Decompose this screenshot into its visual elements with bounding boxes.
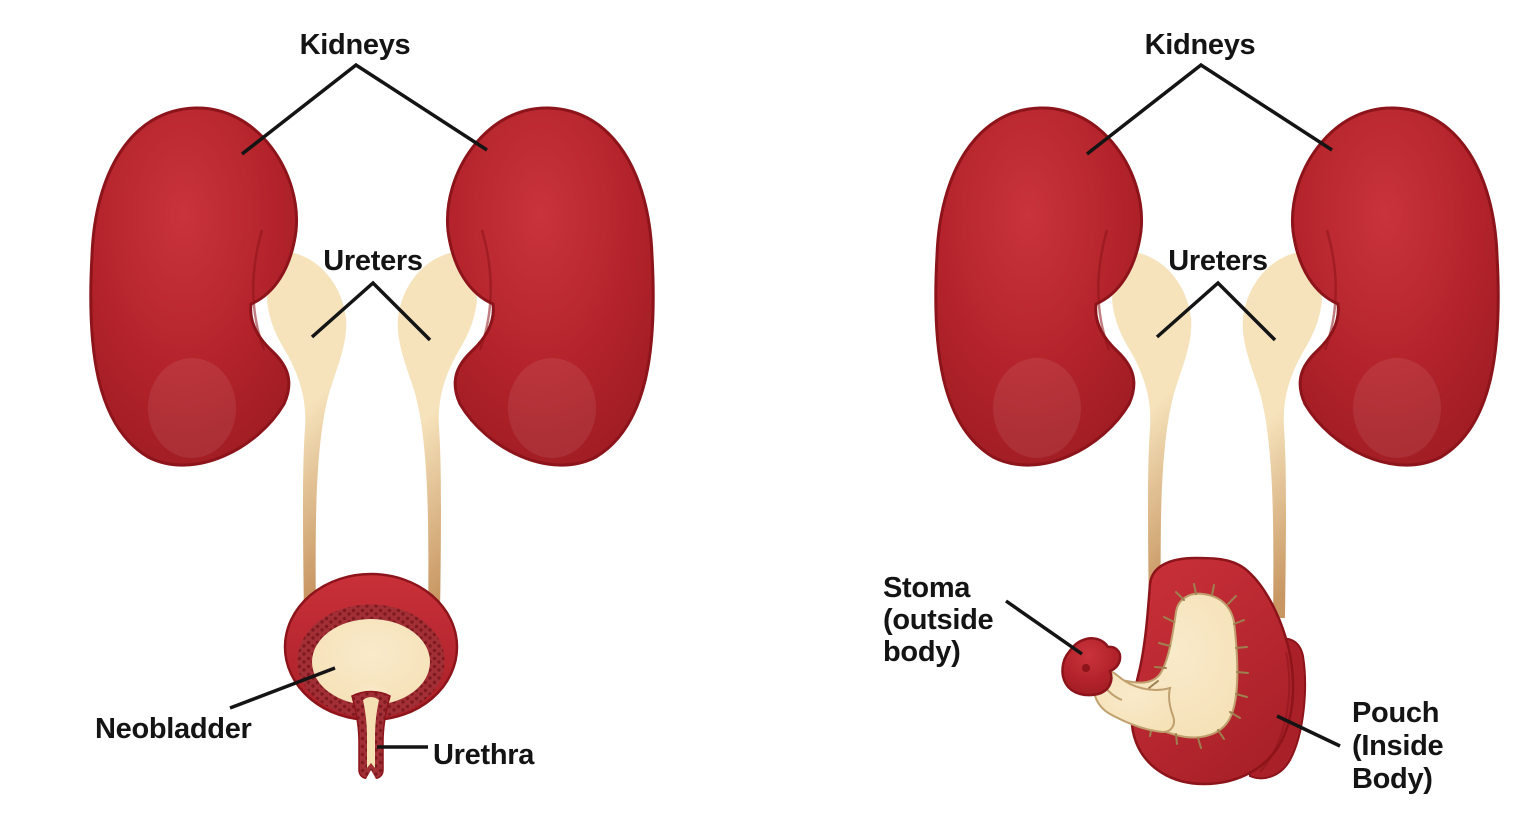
pouch-pointer-line — [1276, 714, 1341, 748]
neobladder-diagram: Kidneys Ureters Neobladder Urethra — [95, 29, 536, 779]
left-kidney-crease — [252, 229, 266, 351]
left-kidney-highlight — [148, 358, 236, 458]
ureters-label: Ureters — [323, 245, 422, 277]
stoma-opening-dot — [1082, 664, 1090, 672]
neobladder-pointer-line — [229, 666, 336, 710]
pouch-diagram: Kidneys Ureters Stoma (outside body) Pou… — [883, 29, 1501, 795]
pouch-group — [1061, 556, 1307, 786]
stoma-label: Stoma (outside body) — [883, 572, 994, 668]
kidneys-ureters-group — [89, 62, 655, 618]
stoma-connector-tube — [1092, 669, 1175, 734]
stoma-label-line2: (outside — [883, 604, 994, 636]
stoma-label-line3: body) — [883, 636, 960, 668]
kidneys-ureters-right — [933, 63, 1501, 620]
pouch-label: Pouch (Inside Body) — [1352, 697, 1444, 795]
neobladder-interior — [312, 619, 430, 705]
kidneys-pointer-line — [240, 62, 488, 156]
pouch-lobe-crease — [1259, 651, 1291, 773]
pouch-label-line2: (Inside — [1352, 730, 1444, 762]
right-kidney — [445, 106, 655, 467]
kidneys-label-right: Kidneys — [1145, 29, 1256, 61]
stoma-label-line1: Stoma — [883, 572, 971, 604]
urethra-lumen — [363, 697, 379, 768]
kidneys-label: Kidneys — [300, 29, 411, 61]
right-kidney-highlight — [508, 358, 596, 458]
left-ureter — [267, 252, 347, 618]
urethra-label: Urethra — [433, 739, 535, 771]
pouch-label-line3: Body) — [1352, 763, 1433, 795]
neobladder-label: Neobladder — [95, 713, 252, 745]
right-ureter — [397, 252, 477, 618]
ureters-pointer-line — [310, 280, 432, 342]
left-kidney — [89, 106, 299, 467]
urethra-tip-notch — [366, 770, 376, 779]
pouch-label-line1: Pouch — [1352, 697, 1439, 729]
ureters-label-right: Ureters — [1168, 245, 1267, 277]
right-kidney-crease — [478, 229, 492, 351]
stoma-pointer-line — [1004, 599, 1084, 656]
neobladder-group — [283, 572, 459, 779]
